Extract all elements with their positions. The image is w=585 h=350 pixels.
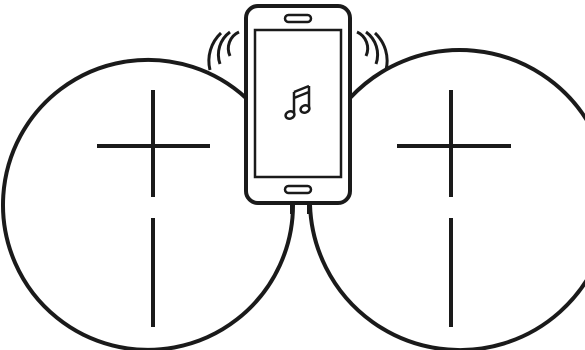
left-signal-waves-icon: [209, 32, 239, 70]
phone: [246, 6, 350, 203]
phone-body: [246, 6, 350, 203]
right-signal-waves-icon: [357, 32, 387, 70]
